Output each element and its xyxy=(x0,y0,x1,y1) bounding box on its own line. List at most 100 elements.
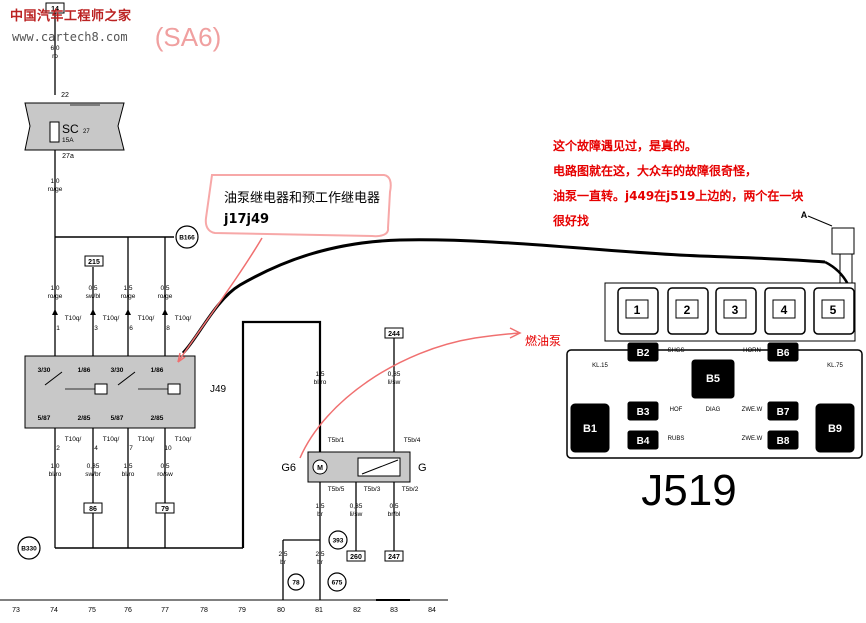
relay-pin-top-B-1: 3/30 xyxy=(111,367,124,374)
column-number-80: 80 xyxy=(277,607,285,614)
fuse-B7 xyxy=(767,401,799,421)
callout-pointer xyxy=(177,237,263,363)
relay-callout-title: 油泵继电器和预工作继电器 xyxy=(224,191,381,206)
fuse-B8 xyxy=(767,430,799,450)
connector-A-label: A xyxy=(801,210,808,220)
relay-input-label-3-gauge: 1,5 xyxy=(123,285,132,292)
splice-393: 393 xyxy=(333,538,344,545)
fuse-label-B2: B2 xyxy=(637,348,650,359)
pin-arrow-top-1 xyxy=(52,309,58,315)
splice-b330-circle xyxy=(17,536,41,560)
relay-slot-label-1: 1 xyxy=(634,303,641,317)
pump-feed-wire xyxy=(241,320,322,548)
relay-bottom-pin-num-1: 2 xyxy=(56,445,60,452)
relay-slot-label-4: 4 xyxy=(781,303,788,317)
relay-input-label-2-color: sw/bl xyxy=(86,293,101,300)
relay-bottom-pin-3: T10q/ xyxy=(138,436,155,443)
relay-top-pin-4: T10q/ xyxy=(175,315,192,322)
connector-A-plug xyxy=(831,227,855,255)
relay-slot-label-3: 3 xyxy=(732,303,739,317)
reference-215: 215 xyxy=(88,259,100,266)
pump-feed-label-color: bl/ro xyxy=(314,379,327,386)
relay-slot-label-5: 5 xyxy=(830,303,837,317)
ground-ref-675: 675 xyxy=(332,580,343,587)
column-number-81: 81 xyxy=(315,607,323,614)
pump-output-label-3-color: br/bl xyxy=(388,511,401,518)
relay-input-label-1-gauge: 1,0 xyxy=(50,285,59,292)
connector-A-leader xyxy=(807,215,833,227)
relay-top-pin-3: T10q/ xyxy=(138,315,155,322)
pump-output-label-3-gauge: 0,5 xyxy=(389,503,398,510)
ground-ref-78: 78 xyxy=(292,580,300,587)
relay-output-label-4-color: ro/sw xyxy=(157,471,173,478)
fuse-B3 xyxy=(627,401,659,421)
relay-contact-A xyxy=(44,371,63,386)
carrier-label-8: RUBS xyxy=(668,436,685,442)
reference-260-box xyxy=(346,550,366,562)
relay-callout-codes: j17j49 xyxy=(224,212,270,227)
column-number-84: 84 xyxy=(428,607,436,614)
pump-bottom-pin-2: T5b/3 xyxy=(364,486,381,493)
annotation-line-1: 这个故障遇见过，是真的。 xyxy=(553,139,698,153)
reference-260: 260 xyxy=(350,554,362,561)
relay-pin-top-A-1: 3/30 xyxy=(38,367,51,374)
column-number-75: 75 xyxy=(88,607,96,614)
hand-drawn-wire xyxy=(181,238,826,355)
level-sender-G-label: G xyxy=(418,462,427,474)
pump-bottom-pin-3: T5b/2 xyxy=(402,486,419,493)
relay-bottom-pin-2: T10q/ xyxy=(103,436,120,443)
pin-arrow-top-2 xyxy=(90,309,96,315)
relay-plate-5 xyxy=(821,299,845,319)
carrier-label-1: KL.15 xyxy=(592,363,608,369)
relay-bottom-pin-num-3: 7 xyxy=(129,445,133,452)
column-number-77: 77 xyxy=(161,607,169,614)
relay-output-label-4-gauge: 0,5 xyxy=(160,463,169,470)
annotation-line-3: 油泵一直转。j449在j519上边的，两个在一块 xyxy=(553,189,804,203)
pump-output-label-1-gauge: 1,5 xyxy=(315,503,324,510)
relay-input-label-3-color: ro/ge xyxy=(121,293,136,300)
watermark-url: www.cartech8.com xyxy=(12,30,128,44)
fuse-B9 xyxy=(815,403,855,453)
relay-bottom-pin-1: T10q/ xyxy=(65,436,82,443)
relay-bottom-pin-4: T10q/ xyxy=(175,436,192,443)
annotation-line-2: 电路图就在这，大众车的故障很奇怪， xyxy=(553,164,758,178)
relay-contact-B xyxy=(117,371,136,386)
column-number-74: 74 xyxy=(50,607,58,614)
relay-plate-2 xyxy=(675,299,699,319)
main-wire-label-gauge: 1,0 xyxy=(50,178,59,185)
carrier-label-4: HORN xyxy=(743,348,761,354)
reference-215-box xyxy=(84,255,104,267)
relay-pin-bottom-B-1: 5/87 xyxy=(111,415,124,422)
ground-wire-label-80-color: br xyxy=(280,559,287,566)
column-number-82: 82 xyxy=(353,607,361,614)
main-wire-label-color: ro/ge xyxy=(48,186,63,193)
relay-plate-3 xyxy=(723,299,747,319)
relay-top-pin-num-4: 8 xyxy=(166,325,170,332)
reference-244: 244 xyxy=(388,331,400,338)
j519-handwritten-label: J519 xyxy=(641,466,736,515)
relay-coil-A xyxy=(94,383,108,395)
column-number-78: 78 xyxy=(200,607,208,614)
pump-motor-icon xyxy=(312,459,328,475)
fuse-label-B3: B3 xyxy=(637,407,650,418)
relay-input-label-1-color: ro/ge xyxy=(48,293,63,300)
relay-output-label-3-color: bl/ro xyxy=(122,471,135,478)
fuse-rating: 15A xyxy=(62,137,74,144)
fuse-B4 xyxy=(627,430,659,450)
reference-79-box xyxy=(155,502,175,514)
ground-wire-label-81-color: br xyxy=(317,559,324,566)
relay-bottom-pin-num-2: 4 xyxy=(94,445,98,452)
relay-pin-bottom-A-2: 2/85 xyxy=(78,415,91,422)
splice-b166: B166 xyxy=(179,235,195,242)
carrier-label-3: HOF xyxy=(670,407,683,413)
relay-callout-box xyxy=(204,174,392,238)
relay-pin-top-A-2: 1/86 xyxy=(78,367,91,374)
carrier-label-5: KL.75 xyxy=(827,363,843,369)
relay-input-label-4-gauge: 0,5 xyxy=(160,285,169,292)
relay-slot-label-2: 2 xyxy=(684,303,691,317)
carrier-label-7: ZWE.W xyxy=(742,407,763,413)
relay-plate-4 xyxy=(772,299,796,319)
relay-coil-B xyxy=(167,383,181,395)
sender-wire-label-color: li/sw xyxy=(388,379,401,386)
